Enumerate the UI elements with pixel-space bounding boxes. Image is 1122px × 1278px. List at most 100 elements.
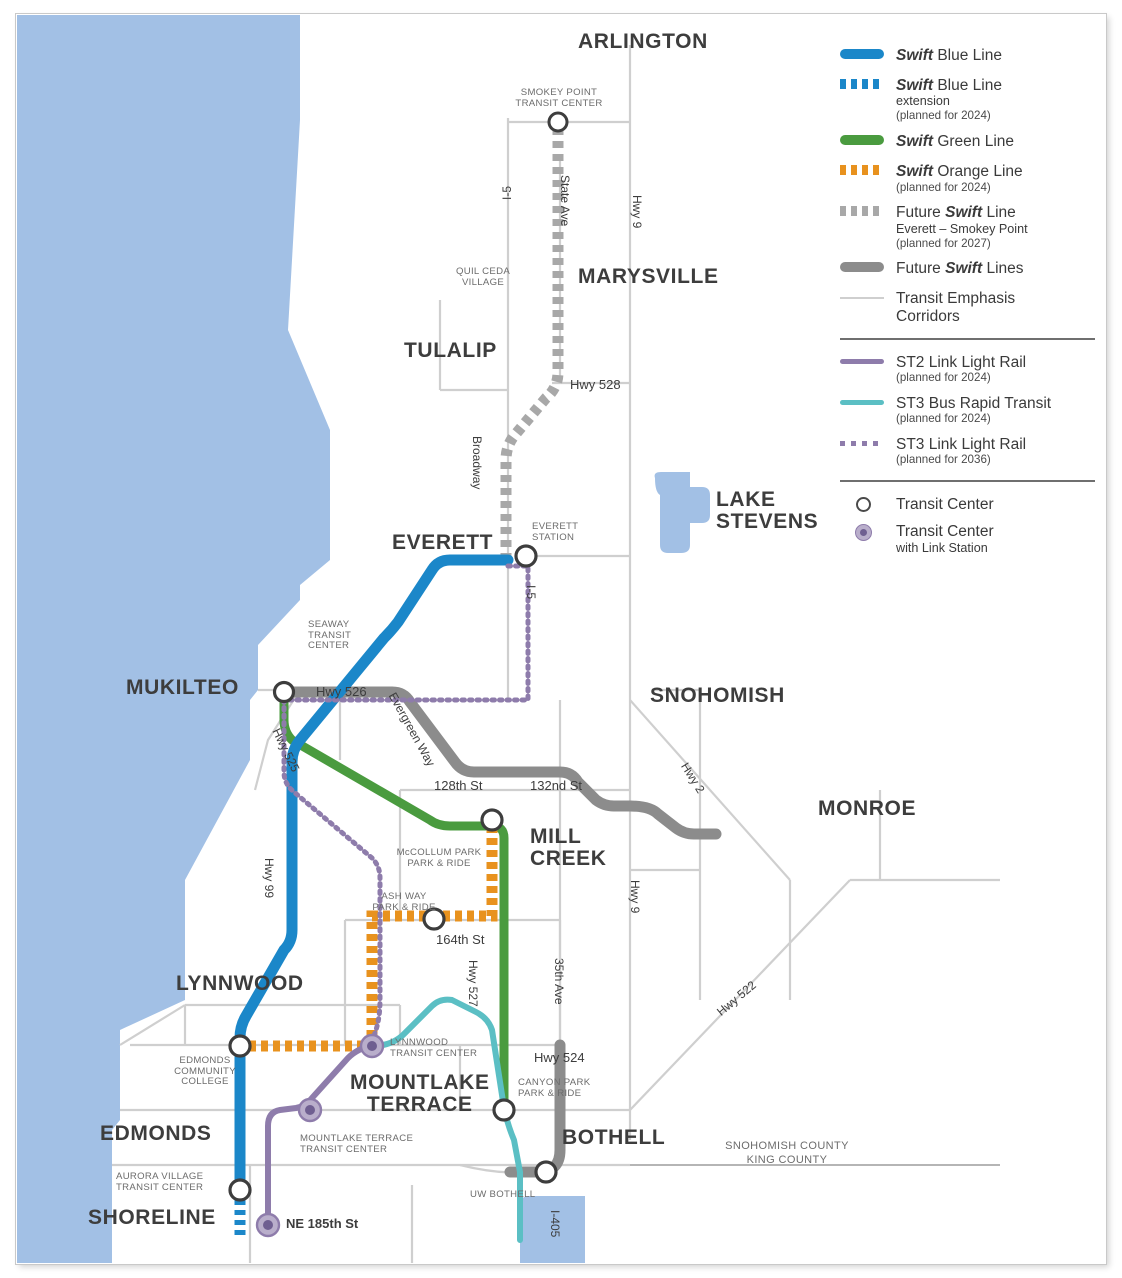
legend-label-st3-brt: ST3 Bus Rapid Transit [896, 395, 1052, 413]
marker-smokey-point-tc [547, 111, 569, 133]
legend-key-blue-dash [840, 76, 886, 97]
marker-edmonds-cc [228, 1034, 252, 1058]
city-label-everett: EVERETT [392, 531, 494, 554]
road-label-35th-ave: 35th Ave [552, 958, 566, 1005]
legend-pre-5: Future [896, 260, 946, 278]
legend-label-st2: ST2 Link Light Rail [896, 354, 1027, 372]
poi-canyon-park-pr: CANYON PARK PARK & RIDE [518, 1077, 591, 1099]
swift-blue-line [234, 554, 514, 1196]
legend-post-5: Lines [982, 260, 1024, 278]
road-label-hwy-524: Hwy 524 [534, 1050, 585, 1065]
marker-aurora-village-tc [228, 1178, 252, 1202]
marker-ne-185th-st [255, 1212, 281, 1238]
road-label-hwy-528: Hwy 528 [570, 377, 621, 392]
legend-item-st2-link-light-rail: ST2 Link Light Rail (planned for 2024) [840, 353, 1100, 385]
poi-aurora-village-tc: AURORA VILLAGE TRANSIT CENTER [116, 1171, 204, 1193]
city-label-mill-creek: MILL CREEK [530, 825, 607, 871]
road-label-hwy-9-north: Hwy 9 [630, 195, 644, 229]
marker-lynnwood-tc [359, 1033, 385, 1059]
legend-post-4: Line [982, 204, 1016, 222]
city-label-marysville: MARYSVILLE [578, 265, 719, 288]
legend-item-transit-center-with-link-station: Transit Center with Link Station [840, 522, 1100, 555]
transit-center-markers [228, 111, 569, 1238]
road-label-hwy-99: Hwy 99 [262, 858, 276, 899]
legend-item-swift-orange-line: Swift Orange Line (planned for 2024) [840, 162, 1100, 194]
legend-key-green-solid [840, 132, 886, 153]
legend-item-future-swift-lines: Future Swift Lines [840, 259, 1100, 280]
legend-item-transit-emphasis-corridors: Transit Emphasis Corridors [840, 289, 1100, 325]
city-label-snohomish: SNOHOMISH [650, 684, 785, 707]
marker-mountlake-terrace-tc [297, 1097, 323, 1123]
poi-mountlake-terrace-tc: MOUNTLAKE TERRACE TRANSIT CENTER [300, 1133, 414, 1155]
road-label-132nd-st: 132nd St [530, 778, 583, 793]
poi-seaway-tc: SEAWAY TRANSIT CENTER [308, 619, 352, 652]
poi-edmonds-cc: EDMONDS COMMUNITY COLLEGE [174, 1055, 236, 1088]
legend-label-swift-2: Swift [896, 133, 934, 151]
poi-lynnwood-tc: LYNNWOOD TRANSIT CENTER [390, 1037, 478, 1059]
legend-sub-st3-brt: (planned for 2024) [896, 412, 991, 426]
legend-item-swift-blue-line-extension: Swift Blue Line extension (planned for 2… [840, 76, 1100, 123]
county-boundary-label: SNOHOMISH COUNTY KING COUNTY [725, 1140, 849, 1166]
city-label-mukilteo: MUKILTEO [126, 676, 239, 699]
marker-mccollum-park-pr [480, 808, 504, 832]
legend-label-swift-0: Swift [896, 47, 934, 64]
legend-sub-4: (planned for 2027) [896, 236, 991, 250]
legend-sub2-1: extension [896, 94, 950, 109]
city-label-arlington: ARLINGTON [578, 30, 708, 53]
poi-quil-ceda-village: QUIL CEDA VILLAGE [455, 266, 511, 288]
legend-item-st3-link-light-rail: ST3 Link Light Rail (planned for 2036) [840, 435, 1100, 467]
swift-orange-line [240, 826, 498, 1052]
legend-label-6: Transit Emphasis Corridors [896, 290, 1016, 325]
legend-pre-4: Future [896, 204, 946, 222]
legend-label-swift-1: Swift [896, 77, 934, 94]
legend-key-gray-solid [840, 259, 886, 280]
legend-divider-1 [840, 338, 1095, 341]
city-label-tulalip: TULALIP [404, 339, 497, 362]
road-label-i5-north: I-5 [500, 185, 514, 200]
poi-ash-way-pr: ASH WAY PARK & RIDE [372, 891, 436, 913]
road-label-hwy-527: Hwy 527 [466, 960, 480, 1007]
road-label-i405: I-405 [548, 1210, 562, 1238]
road-label-164th-st: 164th St [436, 932, 485, 947]
city-label-edmonds: EDMONDS [100, 1122, 212, 1145]
legend-key-purple-solid [840, 353, 886, 374]
legend-key-blue-solid [840, 46, 886, 67]
road-label-state-ave: State Ave [558, 175, 572, 227]
legend-item-future-swift-line-everett-smokey-point: Future Swift Line Everett – Smokey Point… [840, 203, 1100, 250]
marker-everett-station [514, 544, 538, 568]
poi-smokey-point-tc: SMOKEY POINT TRANSIT CENTER [515, 87, 603, 109]
legend-label-rest-2: Green Line [933, 133, 1015, 151]
city-label-lynnwood: LYNNWOOD [176, 972, 304, 995]
legend-label-st3-link: ST3 Link Light Rail [896, 436, 1027, 454]
legend-sub-st3-link: (planned for 2036) [896, 453, 991, 467]
city-label-lake-stevens: LAKE STEVENS [716, 488, 819, 534]
legend-sub2-4: Everett – Smokey Point [896, 221, 1028, 236]
road-label-hwy-526: Hwy 526 [316, 684, 367, 699]
marker-seaway-tc [272, 680, 296, 704]
lake-stevens-water [654, 472, 710, 553]
legend-key-gray-dash [840, 203, 886, 224]
city-label-bothell: BOTHELL [562, 1126, 666, 1149]
road-label-hwy-9-south: Hwy 9 [628, 880, 642, 914]
transit-center-link-icon [840, 522, 886, 542]
legend-divider-2 [840, 480, 1095, 483]
marker-canyon-park-pr [492, 1098, 516, 1122]
city-label-monroe: MONROE [818, 797, 917, 820]
legend-label-rest-0: Blue Line [933, 47, 1002, 64]
road-label-128th-st: 128th St [434, 778, 483, 793]
legend-item-swift-green-line: Swift Green Line [840, 132, 1100, 153]
future-swift-smokey-point [500, 128, 564, 556]
legend-label-rest-1: Blue Line [933, 77, 1002, 94]
legend-key-teal-solid [840, 394, 886, 415]
poi-uw-bothell: UW BOTHELL [470, 1189, 536, 1200]
poi-mccollum-park-pr: McCOLLUM PARK PARK & RIDE [396, 847, 482, 869]
transit-center-icon [840, 495, 886, 513]
legend-label-transit-center-link2: with Link Station [896, 540, 988, 555]
city-label-shoreline: SHORELINE [88, 1206, 216, 1229]
puget-sound-water [17, 15, 330, 1263]
legend-sub-st2: (planned for 2024) [896, 371, 991, 385]
legend-label-transit-center: Transit Center [896, 496, 994, 514]
marker-uw-bothell [534, 1160, 558, 1184]
city-label-mountlake-terrace: MOUNTLAKE TERRACE [350, 1071, 490, 1117]
